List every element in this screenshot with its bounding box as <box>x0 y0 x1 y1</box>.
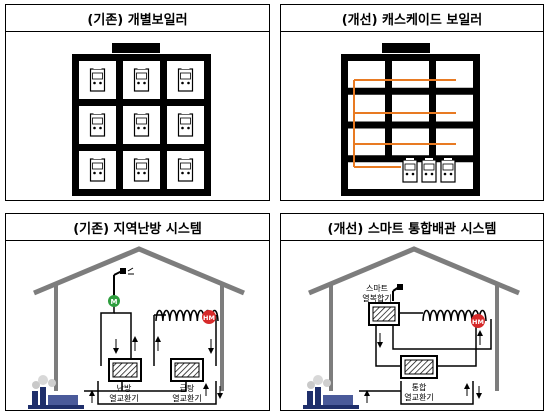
boiler-unit-icon <box>133 112 150 137</box>
building-windows <box>79 61 204 189</box>
boiler-unit-icon <box>89 112 106 137</box>
heat-exchanger-hotwater <box>170 358 204 382</box>
boiler-unit-icon <box>89 157 106 182</box>
meter-m-icon <box>108 295 120 307</box>
panel-title: (개선) 스마트 통합배관 시스템 <box>281 214 543 241</box>
window <box>392 61 429 88</box>
radiator-coil <box>422 309 487 322</box>
meter-hm-label: HM <box>472 318 484 326</box>
smart-unit-label-1: 스마트 <box>366 284 388 293</box>
smart-piping-diagram: 스마트 열복합기 통합 열교환기 HM <box>303 246 520 409</box>
meter-hm-icon <box>471 314 485 328</box>
shower-icon <box>392 284 403 301</box>
heat-plant-icon <box>28 375 84 409</box>
boiler-unit-icon <box>177 157 194 182</box>
district-heating-diagram: 난방 열교환기 급탕 열교환기 M HM <box>28 246 245 409</box>
integrated-label-1: 통합 <box>412 383 427 392</box>
boiler-unit-icon <box>421 158 437 183</box>
house-roof <box>308 246 520 296</box>
individual-boiler-diagram <box>72 43 211 196</box>
boiler-unit-icon <box>402 158 418 183</box>
meter-m-label: M <box>111 298 118 306</box>
roof-cap <box>382 43 430 53</box>
heat-exchanger-label-2: 열교환기 <box>109 393 138 403</box>
window <box>436 128 473 156</box>
heat-exchanger-heating <box>108 358 142 382</box>
hot-water-label-2: 열교환기 <box>172 393 201 403</box>
panel-smart-integrated-piping: (개선) 스마트 통합배관 시스템 스마트 열복합기 <box>280 213 544 411</box>
meter-hm-icon <box>202 310 216 324</box>
heat-plant-icon <box>303 375 359 409</box>
window <box>436 94 473 122</box>
boiler-unit-icon <box>440 158 456 183</box>
window <box>392 128 429 156</box>
meter-hm-label: HM <box>203 314 215 322</box>
cascade-pipes <box>353 79 456 168</box>
heat-exchanger-label-1: 난방 <box>117 383 132 393</box>
window <box>392 94 429 122</box>
boiler-unit-icon <box>133 157 150 182</box>
cascade-boiler-units <box>402 158 456 183</box>
boiler-unit-icon <box>177 67 194 92</box>
integrated-pipes <box>359 312 492 405</box>
panel-individual-boiler: (기존) 개별보일러 <box>5 4 270 201</box>
window <box>436 61 473 88</box>
flow-arrows <box>89 336 223 403</box>
flow-arrows <box>364 330 483 403</box>
boiler-unit-icon <box>89 67 106 92</box>
smart-heat-unit <box>368 302 400 326</box>
integrated-label-2: 열교환기 <box>404 392 433 402</box>
boiler-unit-icon <box>177 112 194 137</box>
integrated-heat-exchanger <box>400 355 438 379</box>
smart-unit-label-2: 열복합기 <box>362 294 391 303</box>
cascade-boiler-diagram <box>341 43 480 196</box>
panel-title: (개선) 캐스케이드 보일러 <box>281 5 543 32</box>
panel-title: (기존) 개별보일러 <box>6 5 269 32</box>
house-roof <box>33 246 245 296</box>
roof-cap <box>112 43 160 53</box>
panel-title: (기존) 지역난방 시스템 <box>6 214 269 241</box>
boiler-unit-icon <box>133 67 150 92</box>
panel-cascade-boiler: (개선) 캐스케이드 보일러 <box>280 4 544 201</box>
heating-pipes <box>84 301 217 405</box>
hot-water-label-1: 급탕 <box>180 383 195 393</box>
panel-district-heating: (기존) 지역난방 시스템 <box>5 213 270 411</box>
